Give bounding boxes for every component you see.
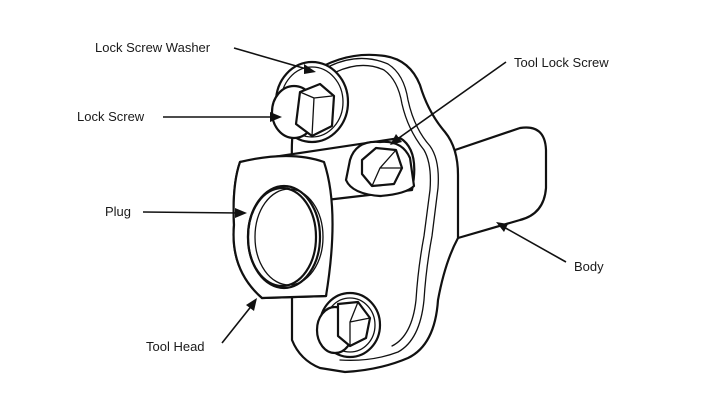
label-body: Body: [574, 259, 604, 274]
tool-lock-screw: [344, 140, 416, 198]
body-cylinder: [453, 126, 548, 240]
leader-body: [496, 222, 567, 263]
plug: [246, 184, 324, 290]
top-lock-screw: [270, 60, 350, 144]
label-tool-head: Tool Head: [146, 339, 205, 354]
leader-plug: [142, 208, 247, 218]
label-lock-screw: Lock Screw: [77, 109, 145, 124]
leader-tool-head: [221, 298, 257, 344]
leader-lock-screw: [163, 112, 282, 122]
leader-lock-screw-washer: [233, 47, 316, 74]
label-tool-lock-screw: Tool Lock Screw: [514, 55, 609, 70]
label-plug: Plug: [105, 204, 132, 219]
label-lock-screw-washer: Lock Screw Washer: [95, 40, 211, 55]
leader-tool-lock-screw: [390, 61, 507, 145]
bottom-lock-screw: [315, 291, 382, 359]
